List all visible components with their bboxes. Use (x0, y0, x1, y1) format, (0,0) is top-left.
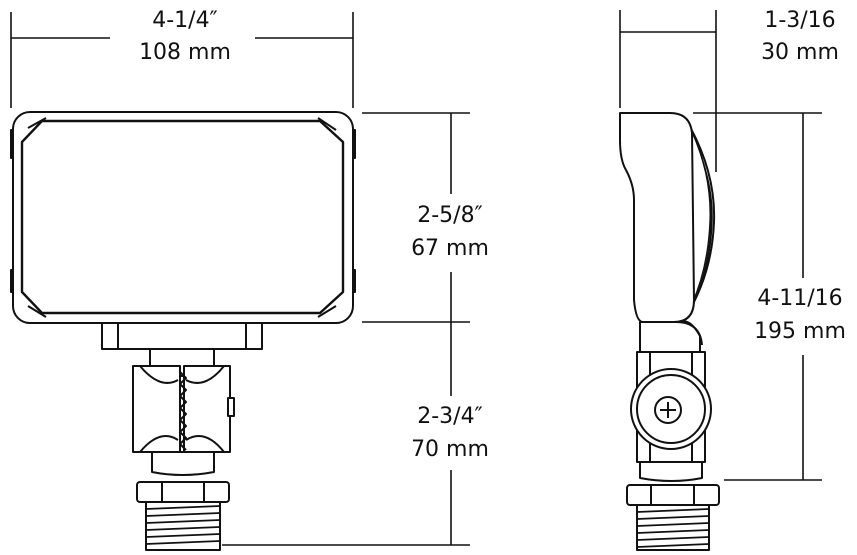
side-hex-nut (626, 484, 720, 506)
side-housing (619, 112, 695, 323)
front-thread-lines (145, 505, 221, 545)
front-lower-body (151, 451, 215, 476)
side-depth-imperial: 1-3/16 (764, 8, 835, 33)
side-thread-lines (636, 508, 710, 548)
dimension-lines (10, 10, 822, 546)
knuckle-right (183, 365, 231, 453)
knuckle-serration (179, 371, 187, 451)
knuckle-right-curve-bottom (185, 435, 225, 453)
knuckle-left-curve-bottom (139, 435, 179, 453)
lens-chamfer-bl (27, 305, 47, 318)
side-depth-metric: 30 mm (761, 40, 839, 65)
side-threaded-stem (636, 504, 710, 551)
knuckle-left-curve-top (139, 365, 179, 384)
front-width-metric: 108 mm (139, 40, 231, 65)
lens-chamfer-tr (317, 117, 337, 131)
side-view (619, 112, 720, 551)
knuckle-right-curve-top (185, 365, 225, 384)
lens-dome-ridges (691, 131, 713, 305)
front-lens (20, 119, 345, 315)
mount-height-metric: 70 mm (411, 437, 489, 462)
lens-chamfer-br (317, 305, 337, 318)
lens-chamfer-tl (27, 117, 47, 129)
side-height-imperial: 4-11/16 (757, 286, 842, 311)
head-height-metric: 67 mm (411, 236, 489, 261)
side-lower-body (639, 461, 703, 482)
head-height-imperial: 2-5/8″ (417, 203, 483, 228)
head-base-plate (101, 322, 263, 350)
front-width-imperial: 4-1/4″ (152, 8, 218, 33)
knuckle-side-bump (227, 397, 235, 417)
side-neck-curve (675, 321, 703, 346)
side-height-metric: 195 mm (754, 319, 846, 344)
front-hex-nut (136, 481, 230, 503)
front-view (10, 111, 356, 551)
side-knuckle-disc-inner (636, 374, 706, 444)
mount-height-imperial: 2-3/4″ (417, 404, 483, 429)
